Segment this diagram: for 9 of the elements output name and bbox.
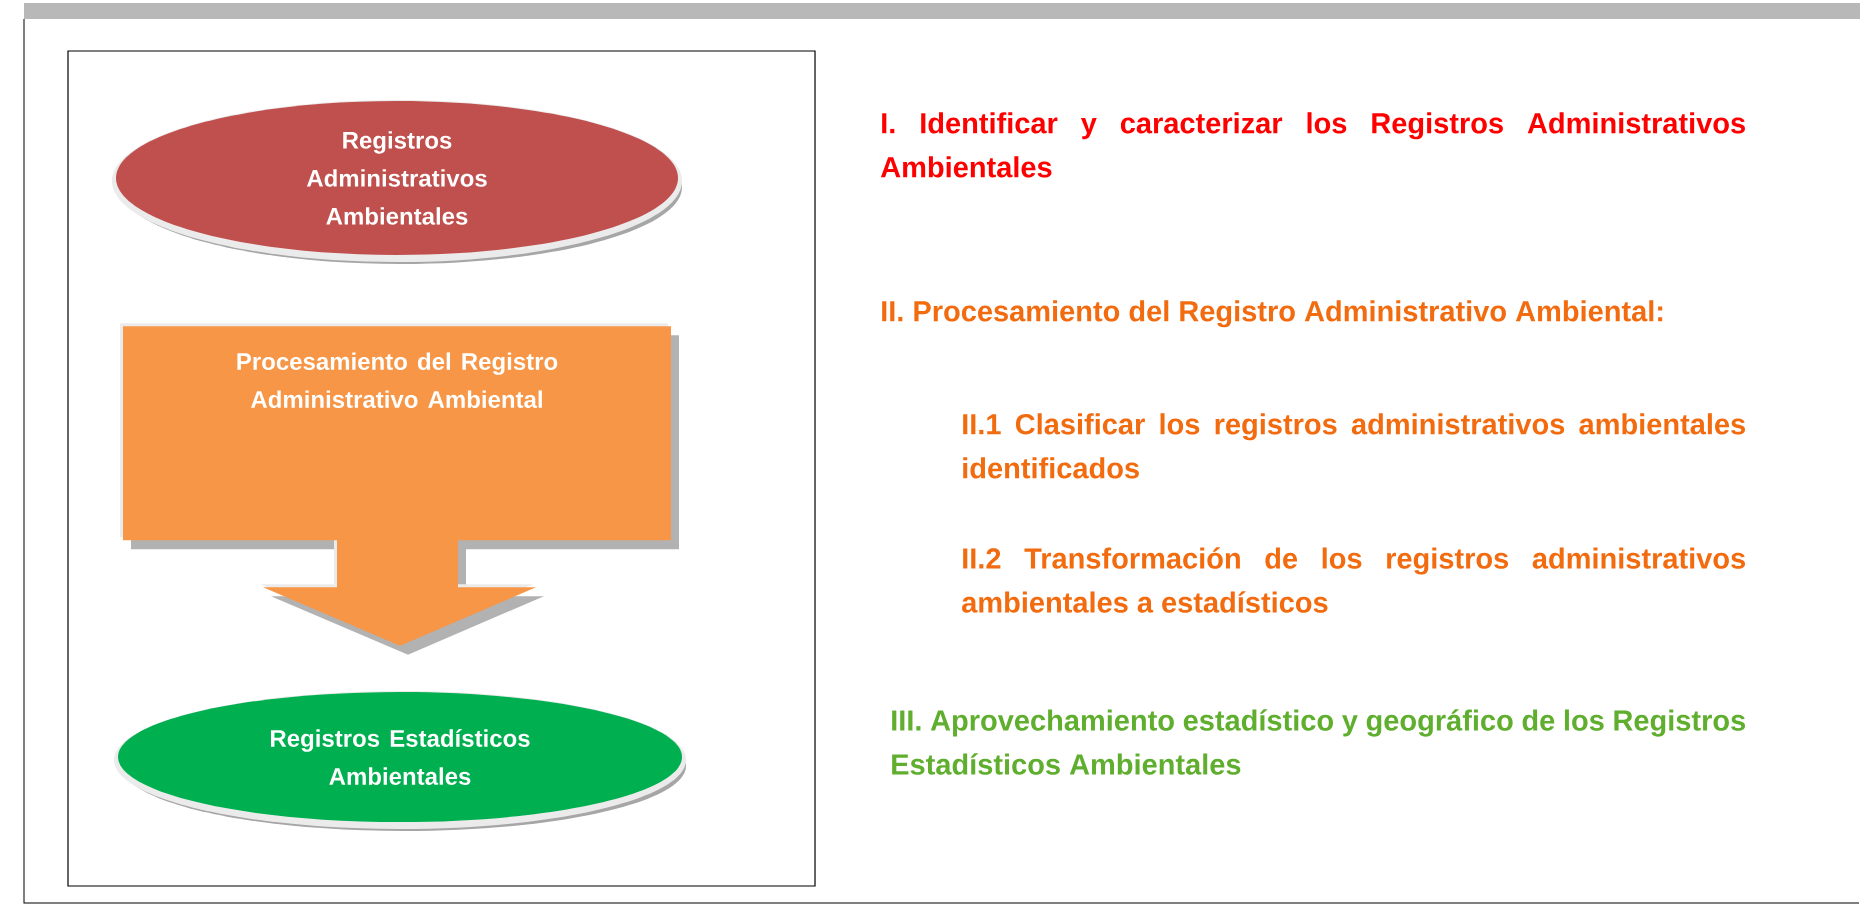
heading-text: III. Aprovechamiento estadístico y geográfico de los Registros Estadísticos Ambientales [892,709,1745,775]
ellipse-node: Registros Administrativos Ambientales [112,100,682,264]
heading-text: II.2 Transformación de los registros administrativos ambientales a estadísticos [962,547,1745,613]
block-arrow [120,323,679,655]
heading-text: I. Identificar y caracterizar los Registros Administrativos Ambientales [880,112,1745,178]
heading-text: II.1 Clasificar los registros administrativos ambientales identificados [963,413,1745,479]
heading-text: II. Procesamiento del Registro Administrativo Ambiental: [882,300,1663,328]
ellipse-node: Registros Estadísticos Ambientales [114,691,686,831]
edge-label: Procesamiento del Registro Administrativo Ambiental [237,352,558,408]
